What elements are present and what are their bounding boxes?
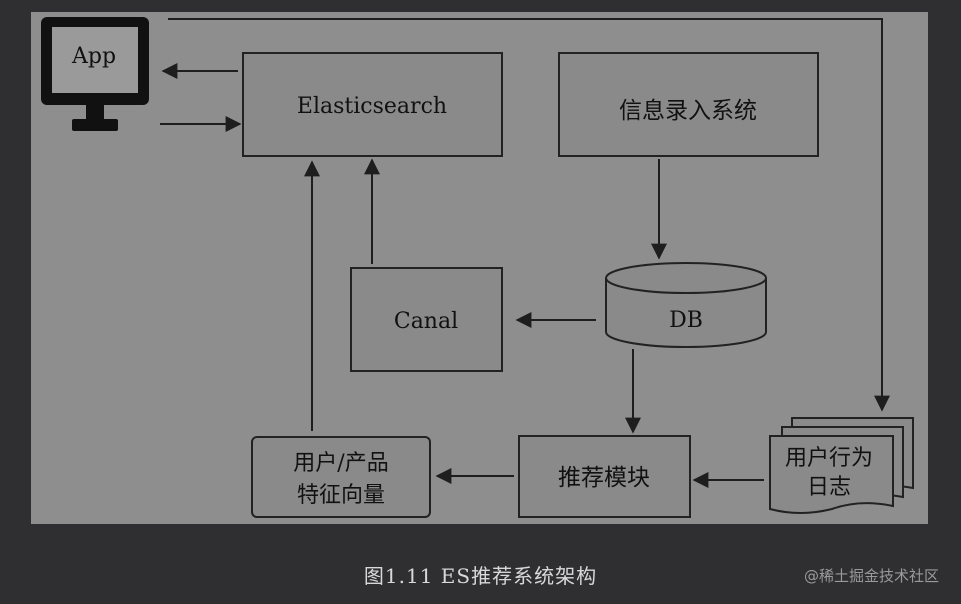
behavior-log-label-line2: 日志 <box>807 475 851 500</box>
behavior-log-label-line1: 用户行为 <box>785 446 873 471</box>
recommend-module-label: 推荐模块 <box>558 465 650 491</box>
feature-vector-label-line2: 特征向量 <box>297 483 385 508</box>
elasticsearch-node <box>242 52 503 157</box>
elasticsearch-label: Elasticsearch <box>297 94 447 119</box>
watermark: @稀土掘金技术社区 <box>803 567 939 585</box>
feature-vector-label-line1: 用户/产品 <box>293 451 388 476</box>
behavior-log-document-stack <box>769 417 914 514</box>
canal-label: Canal <box>394 309 458 334</box>
db-label: DB <box>669 308 703 333</box>
feature-vector-node <box>251 436 431 518</box>
db-node <box>605 262 767 348</box>
info-input-system-node <box>558 52 819 157</box>
info-input-system-label: 信息录入系统 <box>619 98 757 124</box>
app-label: App <box>71 44 116 69</box>
canal-node <box>350 267 503 372</box>
figure-caption: 图1.11 ES推荐系统架构 <box>363 564 598 588</box>
arrow-app-to-behavior-log <box>168 18 890 412</box>
app-monitor-icon <box>41 17 149 131</box>
recommend-module-node <box>518 435 691 518</box>
